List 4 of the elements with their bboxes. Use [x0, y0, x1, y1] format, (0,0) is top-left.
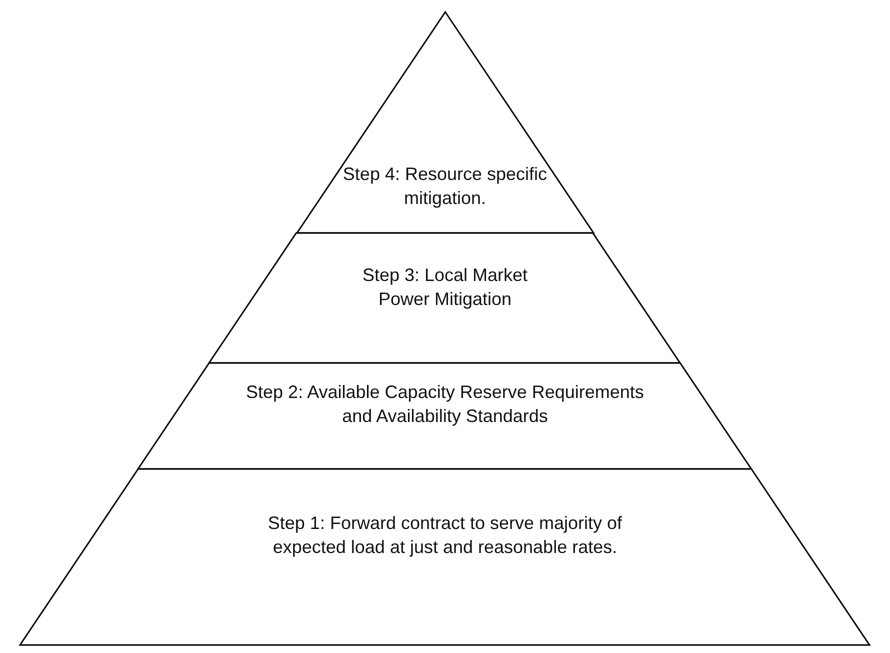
tier-label: Step 3: Local Market Power Mitigation	[361, 264, 529, 311]
tier-label: Step 1: Forward contract to serve majority of expected load at just and reasonable rates.	[266, 512, 624, 559]
tier-label: Step 4: Resource specific mitigation.	[342, 163, 548, 210]
tier-label: Step 2: Available Capacity Reserve Requirements and Availability Standards	[245, 381, 645, 428]
